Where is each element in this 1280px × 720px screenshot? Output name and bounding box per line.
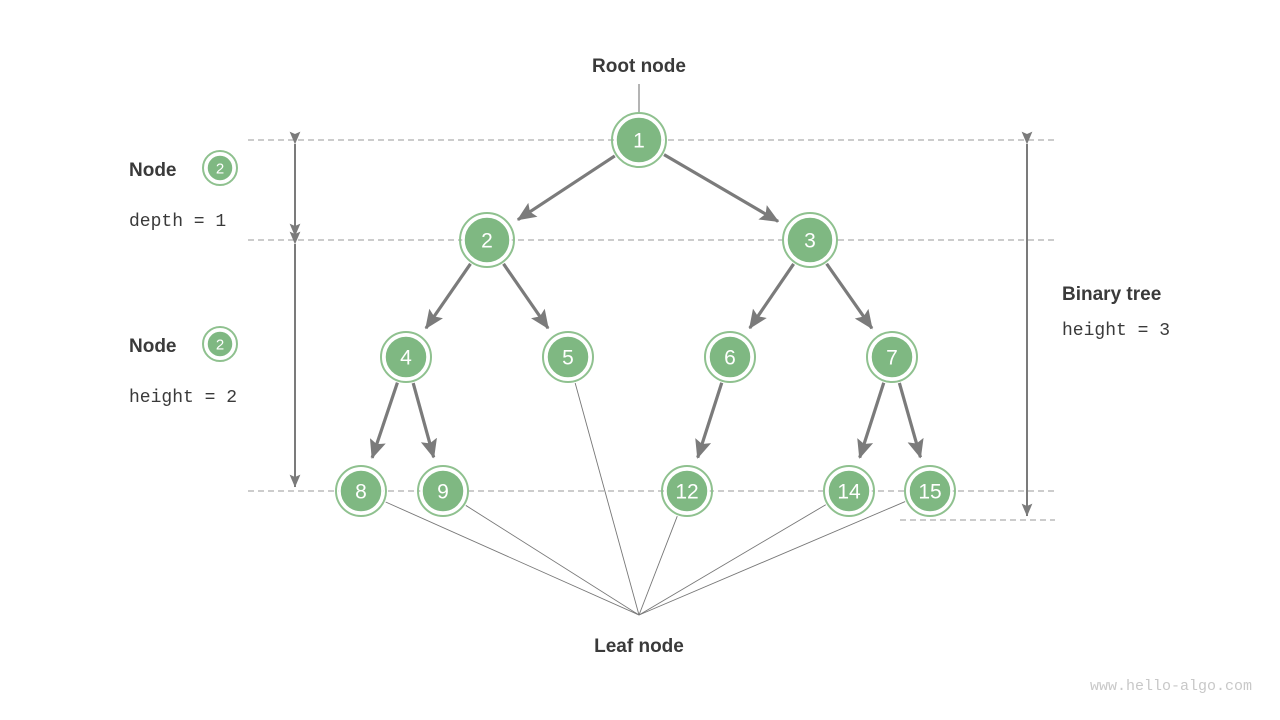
leaf-connector-n14: [638, 504, 826, 616]
node-value-3: 3: [804, 230, 816, 253]
node-ring-7: [866, 331, 918, 383]
node-value-14: 14: [837, 481, 861, 504]
tree-node-8[interactable]: 8: [335, 465, 387, 517]
node-body-7: [869, 334, 915, 380]
edge-n3-n7: [825, 262, 874, 330]
node-body-5: [545, 334, 591, 380]
root-node-label: Root node: [592, 56, 686, 77]
tree-node-7[interactable]: 7: [866, 331, 918, 383]
leaf-connector-n8: [385, 501, 640, 616]
leaf-connector-n12: [638, 516, 678, 616]
tree-node-6[interactable]: 6: [704, 331, 756, 383]
tree-node-15[interactable]: 15: [904, 465, 956, 517]
node-depth-badge: 2: [202, 150, 238, 186]
node-ring-8: [335, 465, 387, 517]
node-body-2: [462, 215, 512, 265]
node-height-expression: height = 2: [129, 388, 237, 408]
edge-n3-n6: [748, 263, 795, 330]
node-body-6: [707, 334, 753, 380]
node-value-7: 7: [886, 347, 898, 370]
node-body-8: [338, 468, 384, 514]
edge-n6-n12: [695, 382, 724, 459]
node-ring-3: [782, 212, 838, 268]
node-depth-badge-value: 2: [216, 161, 224, 178]
node-ring-9: [417, 465, 469, 517]
node-height-badge-value: 2: [216, 337, 224, 354]
leaf-connector-n9: [465, 505, 640, 616]
node-body-14: [826, 468, 872, 514]
node-value-15: 15: [918, 481, 941, 504]
node-value-5: 5: [562, 347, 574, 370]
node-value-2: 2: [481, 230, 493, 253]
edge-n7-n15: [897, 382, 924, 459]
leaf-connector-n15: [638, 501, 906, 616]
tree-node-4[interactable]: 4: [380, 331, 432, 383]
node-body-1: [614, 115, 664, 165]
node-body-12: [664, 468, 710, 514]
node-body-3: [785, 215, 835, 265]
node-ring-2: [459, 212, 515, 268]
leaf-connector-n5: [574, 382, 640, 616]
node-depth-badge-body: [205, 153, 235, 183]
tree-node-2[interactable]: 2: [459, 212, 515, 268]
node-value-4: 4: [400, 347, 412, 370]
edge-n7-n14: [857, 382, 886, 459]
tree-node-3[interactable]: 3: [782, 212, 838, 268]
node-value-9: 9: [437, 481, 449, 504]
annotations-layer: Node 2 depth = 1 Node 2 height = 2 Binary tree…: [129, 150, 1170, 408]
node-ring-15: [904, 465, 956, 517]
leaf-connector-layer: [385, 382, 906, 616]
node-depth-expression: depth = 1: [129, 212, 226, 232]
guide-lines-layer: [248, 139, 1055, 521]
node-value-1: 1: [633, 130, 645, 153]
node-height-badge-ring: [202, 326, 238, 362]
edge-n4-n8: [369, 382, 399, 460]
node-value-12: 12: [675, 481, 698, 504]
binary-tree-height-label: Binary tree: [1062, 284, 1161, 305]
node-ring-12: [661, 465, 713, 517]
node-ring-5: [542, 331, 594, 383]
tree-edges-layer: [369, 153, 924, 460]
binary-tree-height-expression: height = 3: [1062, 321, 1170, 341]
node-ring-6: [704, 331, 756, 383]
tree-node-5[interactable]: 5: [542, 331, 594, 383]
edge-n2-n5: [502, 262, 550, 330]
tree-node-14[interactable]: 14: [823, 465, 875, 517]
node-body-9: [420, 468, 466, 514]
edge-n1-n3: [663, 153, 780, 223]
node-body-4: [383, 334, 429, 380]
node-value-6: 6: [724, 347, 736, 370]
node-height-label: Node: [129, 336, 177, 357]
node-height-badge: 2: [202, 326, 238, 362]
edge-n1-n2: [516, 154, 616, 222]
node-body-15: [907, 468, 953, 514]
edge-n4-n9: [411, 382, 437, 459]
watermark: www.hello-algo.com: [1090, 678, 1252, 695]
node-depth-badge-ring: [202, 150, 238, 186]
node-height-badge-body: [205, 329, 235, 359]
tree-node-12[interactable]: 12: [661, 465, 713, 517]
leaf-node-label: Leaf node: [594, 636, 684, 657]
node-ring-14: [823, 465, 875, 517]
node-ring-1: [611, 112, 667, 168]
node-value-8: 8: [355, 481, 367, 504]
dimension-arrows-layer: [289, 131, 1033, 517]
edge-n2-n4: [424, 262, 472, 330]
tree-node-1[interactable]: 1: [611, 112, 667, 168]
tree-node-9[interactable]: 9: [417, 465, 469, 517]
node-ring-4: [380, 331, 432, 383]
node-depth-label: Node: [129, 160, 177, 181]
